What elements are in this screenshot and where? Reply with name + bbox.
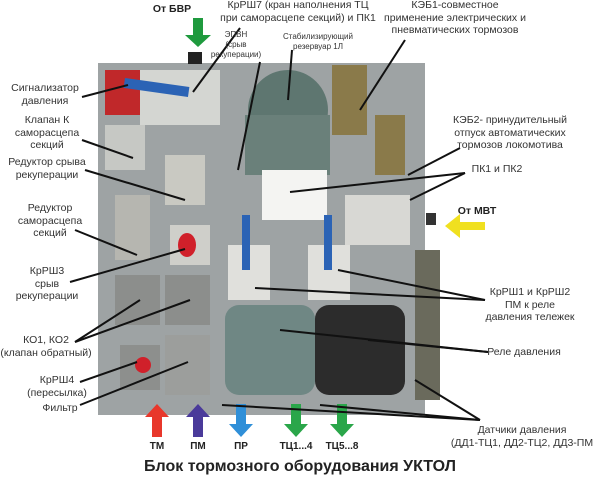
label-line: отпуск автоматических bbox=[454, 126, 566, 139]
label-line: срыв bbox=[34, 277, 60, 290]
side-rail bbox=[415, 250, 440, 400]
port-arrow-icon bbox=[284, 404, 308, 437]
label-line: рекуперации bbox=[15, 168, 79, 181]
label-line: Редуктор bbox=[27, 202, 73, 214]
label-line: Сигнализатор bbox=[11, 82, 79, 94]
krsh7-handle bbox=[123, 78, 190, 97]
label-line: Стабилизирующий bbox=[282, 32, 354, 41]
label-line: ЭПВН bbox=[224, 30, 248, 39]
label-line: КО1, КО2 bbox=[23, 334, 69, 346]
mvt-fitting bbox=[426, 213, 436, 225]
label-filtr: Фильтр bbox=[42, 402, 78, 414]
krsh7-block bbox=[140, 70, 220, 125]
diagram-title: Блок тормозного оборудования УКТОЛ bbox=[144, 458, 456, 475]
leader-lines bbox=[69, 27, 489, 421]
label-line: Датчики давления bbox=[477, 424, 567, 436]
label-line: саморасцепа bbox=[17, 214, 83, 227]
label-line: КЭБ1-совместное bbox=[411, 0, 499, 11]
label-line: КЭБ2- принудительный bbox=[453, 114, 567, 126]
label-line: тормозов локомотива bbox=[457, 139, 563, 151]
port-arrow-icon bbox=[186, 404, 210, 437]
label-line: секций bbox=[30, 139, 64, 151]
label-line: (пересылка) bbox=[27, 386, 87, 399]
label-rele: Реле давления bbox=[487, 346, 561, 358]
keb1-valve bbox=[332, 65, 367, 135]
label-line: давления тележек bbox=[485, 311, 575, 323]
krsh1-handle bbox=[242, 215, 250, 270]
label-line: Клапан К bbox=[24, 114, 70, 126]
krsh3-knob bbox=[178, 233, 196, 257]
label-line: ПМ к реле bbox=[504, 298, 556, 311]
label-datchiki: Датчики давления(ДД1-ТЦ1, ДД2-ТЦ2, ДД3-П… bbox=[451, 424, 593, 449]
ko1-block bbox=[115, 275, 160, 325]
label-krsh4: КрРШ4(пересылка) bbox=[27, 374, 87, 399]
label-ot-bvr: От БВР bbox=[152, 3, 192, 15]
pk-block bbox=[262, 170, 327, 220]
pk2-block bbox=[345, 195, 410, 245]
reduktor-samo bbox=[115, 195, 150, 260]
label-line: рекуперации) bbox=[210, 50, 262, 59]
port-label: ТМ bbox=[149, 441, 165, 452]
port-arrow-icon bbox=[229, 404, 253, 437]
klapan-k-block bbox=[105, 125, 145, 170]
relay-1 bbox=[225, 305, 315, 395]
port-label: ПР bbox=[234, 441, 248, 452]
label-line: КрРШ1 и КрРШ2 bbox=[489, 286, 571, 298]
port-label: ТЦ5...8 bbox=[325, 441, 359, 452]
reduktor-sryva bbox=[165, 155, 205, 205]
label-line: резервуар 1Л bbox=[292, 42, 344, 51]
label-line: применение электрических и bbox=[384, 11, 526, 24]
label-line: Редуктор срыва bbox=[8, 156, 86, 168]
label-pk: ПК1 и ПК2 bbox=[471, 163, 523, 175]
label-line: при саморасцепе секций) и ПК1 bbox=[220, 11, 376, 24]
bvr-arrow-icon bbox=[185, 18, 211, 47]
label-line: КрРШ3 bbox=[29, 265, 65, 277]
filter-block bbox=[165, 335, 210, 395]
label-line: (клапан обратный) bbox=[0, 346, 92, 359]
port-label: ТЦ1...4 bbox=[279, 441, 313, 452]
krsh2-handle bbox=[324, 215, 332, 270]
relay-2 bbox=[315, 305, 405, 395]
krsh4-knob bbox=[135, 357, 151, 373]
label-line: (срыв bbox=[225, 40, 247, 49]
port-arrow-icon bbox=[330, 404, 354, 437]
label-line: (ДД1-ТЦ1, ДД2-ТЦ2, ДД3-ПМ bbox=[450, 436, 594, 449]
pressure-signaller bbox=[105, 70, 145, 115]
label-line: саморасцепа bbox=[14, 126, 80, 139]
port-label: ПМ bbox=[190, 441, 206, 452]
bvr-fitting bbox=[188, 52, 202, 64]
label-line: давления bbox=[21, 94, 69, 107]
label-line: рекуперации bbox=[15, 290, 79, 302]
label-ot-mvt: От МВТ bbox=[457, 205, 497, 217]
label-line: КрРШ7 (кран наполнения ТЦ bbox=[227, 0, 369, 11]
label-line: пневматических тормозов bbox=[391, 24, 519, 36]
mvt-arrow-icon bbox=[445, 214, 485, 238]
label-line: секций bbox=[33, 227, 67, 239]
reservoir-base bbox=[245, 115, 330, 175]
label-line: КрРШ4 bbox=[39, 374, 75, 386]
keb2-valve bbox=[375, 115, 405, 175]
label-ko: КО1, КО2(клапан обратный) bbox=[0, 334, 91, 359]
port-arrow-icon bbox=[145, 404, 169, 437]
